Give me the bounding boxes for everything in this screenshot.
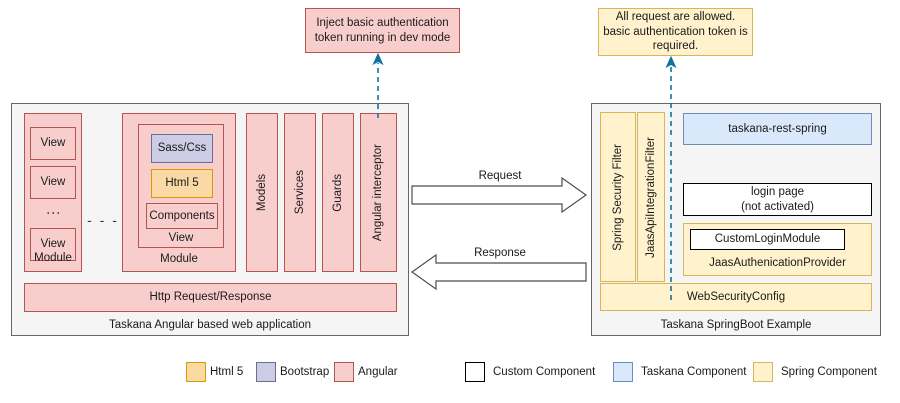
column-angular-interceptor: Angular interceptor	[360, 113, 397, 272]
block-sass-css: Sass/Css	[151, 134, 213, 163]
module-left-view-1: View	[30, 127, 76, 160]
connector-arrowhead-left	[372, 52, 384, 66]
login-page-line2: (not activated)	[741, 200, 814, 213]
column-label: Guards	[331, 173, 344, 212]
callout-right: All request are allowed. basic authentic…	[598, 8, 753, 56]
custom-login-module-box: CustomLoginModule	[690, 229, 845, 250]
taskana-rest-spring-box: taskana-rest-spring	[683, 113, 872, 145]
column-label: Models	[255, 173, 268, 212]
callout-right-text: All request are allowed. basic authentic…	[603, 11, 748, 53]
legend-label-bootstrap: Bootstrap	[280, 366, 330, 378]
module-right-view-label: View	[168, 231, 194, 244]
legend-label-spring: Spring Component	[781, 366, 877, 378]
request-arrow-icon	[411, 176, 588, 214]
legend-swatch-taskana	[613, 362, 633, 382]
column-services: Services	[284, 113, 316, 272]
module-left-label: Module	[34, 251, 72, 264]
view-label: View	[40, 238, 66, 251]
module-right-label: Module	[160, 252, 198, 265]
callout-left: Inject basic authentication token runnin…	[305, 8, 460, 53]
callout-left-text: Inject basic authentication token runnin…	[314, 17, 451, 44]
server-panel-caption: Taskana SpringBoot Example	[660, 318, 812, 331]
legend-swatch-angular	[334, 362, 354, 382]
column-guards: Guards	[322, 113, 354, 272]
filter-label: Spring Security Filter	[611, 143, 624, 251]
filter-label: JaasApiIntegrationFilter	[644, 136, 657, 258]
filter-spring-security: Spring Security Filter	[600, 112, 636, 282]
login-page-line1: login page	[750, 186, 805, 199]
legend-label-custom: Custom Component	[493, 366, 596, 378]
legend-swatch-spring	[753, 362, 773, 382]
module-left-view-2: View	[30, 166, 76, 199]
filter-jaas-api-integration: JaasApiIntegrationFilter	[637, 112, 665, 282]
response-label: Response	[474, 247, 526, 259]
modules-ellipsis-icon: - - -	[87, 212, 119, 230]
block-components: Components	[146, 203, 218, 229]
http-request-response-bar: Http Request/Response	[24, 283, 397, 312]
jaas-authentication-provider-label: JaasAuthenicationProvider	[709, 256, 846, 269]
legend-swatch-custom	[465, 362, 485, 382]
column-label: Services	[293, 170, 306, 215]
legend-label-taskana: Taskana Component	[641, 366, 747, 378]
response-arrow-icon	[410, 253, 587, 291]
login-page-box: login page (not activated)	[683, 183, 872, 216]
legend-swatch-bootstrap	[256, 362, 276, 382]
request-label: Request	[478, 170, 522, 182]
column-models: Models	[246, 113, 278, 272]
view-label: View	[40, 137, 66, 150]
view-label: View	[40, 176, 66, 189]
vertical-ellipsis-text: ⋮	[45, 206, 62, 222]
modules-ellipsis-text: - - -	[87, 212, 119, 229]
block-html5: Html 5	[151, 169, 213, 198]
module-left-view-3: View	[30, 228, 76, 261]
web-security-config-box: WebSecurityConfig	[600, 283, 872, 311]
column-label: Angular interceptor	[372, 143, 385, 242]
module-left-vertical-ellipsis-icon: ⋮	[30, 203, 76, 225]
legend-label-html5: Html 5	[210, 366, 244, 378]
client-panel-caption: Taskana Angular based web application	[108, 318, 312, 331]
legend-swatch-html5	[186, 362, 206, 382]
legend-label-angular: Angular	[358, 366, 398, 378]
connector-arrowhead-right	[665, 55, 677, 69]
